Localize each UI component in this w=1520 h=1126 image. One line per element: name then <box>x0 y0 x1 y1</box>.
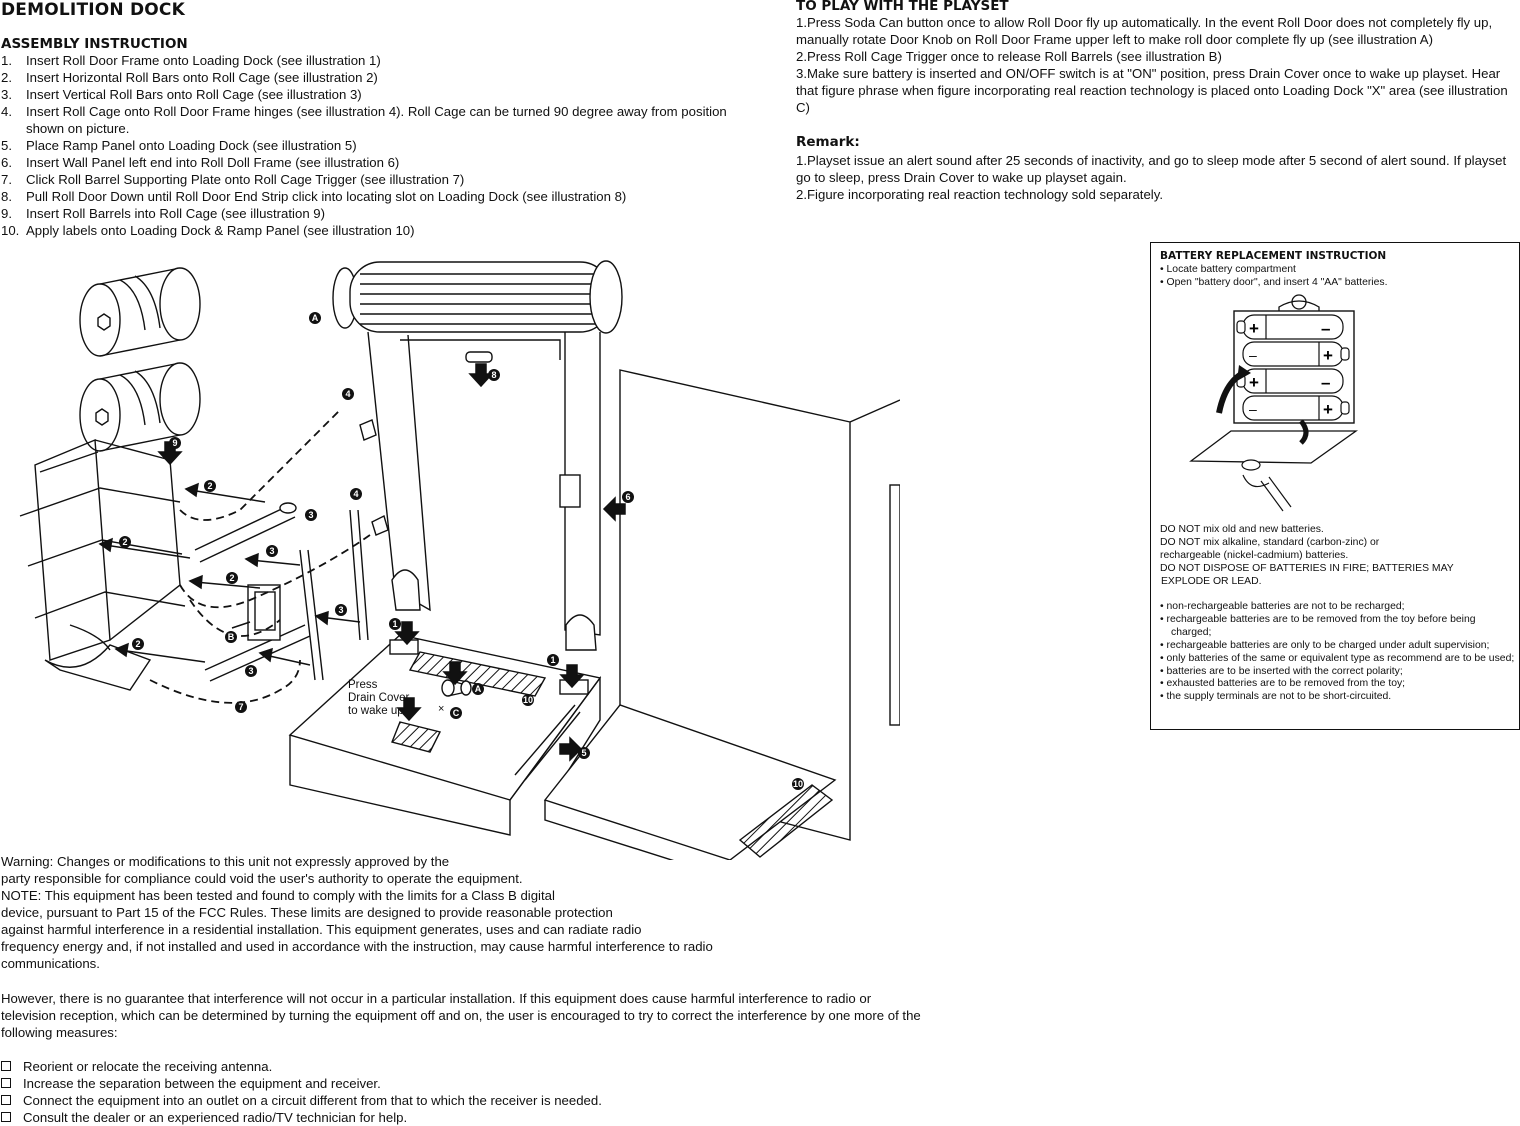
assembly-step: 1.Insert Roll Door Frame onto Loading Do… <box>1 53 381 68</box>
battery-step: • Locate battery compartment <box>1160 264 1296 275</box>
assembly-steps: 1.Insert Roll Door Frame onto Loading Do… <box>1 52 731 239</box>
callout-2: 2 <box>122 537 127 547</box>
callout-8: 8 <box>491 370 496 380</box>
wall-panel <box>619 369 900 841</box>
minus-sign: – <box>1249 401 1257 417</box>
battery-safety-item: • exhausted batteries are to be removed … <box>1160 678 1406 690</box>
callout-3: 3 <box>338 605 343 615</box>
callout-1: 1 <box>550 655 555 665</box>
callout-6: 6 <box>625 492 630 502</box>
assembly-heading: ASSEMBLY INSTRUCTION <box>1 36 188 52</box>
battery-safety-item: • only batteries of the same or equivale… <box>1160 652 1515 664</box>
callout-4: 4 <box>353 489 358 499</box>
battery-step: • Open "battery door", and insert 4 "AA"… <box>1160 276 1388 288</box>
plus-sign: + <box>1323 400 1333 419</box>
callout-B: B <box>228 632 235 642</box>
battery-safety-item: • batteries are to be inserted with the … <box>1160 665 1403 677</box>
assembly-step: 8.Pull Roll Door Down until Roll Door En… <box>1 189 627 204</box>
callout-2: 2 <box>207 481 212 491</box>
assembly-step: 3.Insert Vertical Roll Bars onto Roll Ca… <box>1 87 362 102</box>
ramp-panel <box>543 704 837 860</box>
remark-list: 1.Playset issue an alert sound after 25 … <box>796 152 1518 203</box>
assembly-step: 5.Place Ramp Panel onto Loading Dock (se… <box>1 138 357 153</box>
minus-sign: – <box>1321 373 1330 392</box>
press-drain-label: Drain Cover <box>348 692 410 704</box>
document-title: DEMOLITION DOCK <box>1 0 185 20</box>
assembly-illustration: A 4 4 8 6 9 2 2 2 2 3 3 3 3 B 7 1 1 A C … <box>19 260 900 860</box>
assembly-step: 7.Click Roll Barrel Supporting Plate ont… <box>1 172 465 187</box>
minus-sign: – <box>1249 347 1257 363</box>
battery-safety-item: • non-rechargeable batteries are not to … <box>1160 601 1405 612</box>
assembly-step: 9.Insert Roll Barrels into Roll Cage (se… <box>1 206 326 221</box>
callout-10: 10 <box>523 695 533 705</box>
assembly-step: 2.Insert Horizontal Roll Bars onto Roll … <box>1 70 378 85</box>
battery-compartment-illustration: + – – + + – – + <box>1189 294 1359 512</box>
checkbox-icon <box>1 1095 11 1105</box>
play-heading: TO PLAY WITH THE PLAYSET <box>796 0 1009 14</box>
assembly-step: 10.Apply labels onto Loading Dock & Ramp… <box>1 223 415 238</box>
callout-C: C <box>453 708 460 718</box>
callout-7: 7 <box>238 702 243 712</box>
callout-2: 2 <box>135 639 140 649</box>
play-instructions: 1.Press Soda Can button once to allow Ro… <box>796 14 1518 116</box>
callout-10: 10 <box>793 779 803 789</box>
fcc-warning: Warning: Changes or modifications to thi… <box>1 854 713 971</box>
measure-item: Connect the equipment into an outlet on … <box>1 1092 901 1109</box>
callout-A: A <box>475 684 482 694</box>
measure-item: Consult the dealer or an experienced rad… <box>1 1109 901 1126</box>
callout-3: 3 <box>308 510 313 520</box>
roll-barrel-bottom <box>79 362 201 452</box>
battery-instruction-box: BATTERY REPLACEMENT INSTRUCTION • Locate… <box>1150 242 1520 730</box>
checkbox-icon <box>1 1061 11 1071</box>
play-item: 1.Press Soda Can button once to allow Ro… <box>796 15 1493 47</box>
battery-warnings: DO NOT mix old and new batteries. DO NOT… <box>1160 524 1454 587</box>
plus-sign: + <box>1249 373 1259 392</box>
x-mark: × <box>438 703 444 715</box>
assembly-step: 4.Insert Roll Cage onto Roll Door Frame … <box>1 104 727 136</box>
press-drain-label: Press <box>348 679 378 691</box>
callout-1: 1 <box>392 619 397 629</box>
remark-item: 2.Figure incorporating real reaction tec… <box>796 187 1164 202</box>
battery-safety-item: • the supply terminals are not to be sho… <box>1160 691 1392 703</box>
roll-barrel-top <box>79 267 201 357</box>
callout-9: 9 <box>172 438 177 448</box>
roll-cage <box>19 438 186 691</box>
remark-item: 1.Playset issue an alert sound after 25 … <box>796 153 1507 185</box>
play-item: 2.Press Roll Cage Trigger once to releas… <box>796 49 1222 64</box>
plus-sign: + <box>1323 346 1333 365</box>
fcc-measures-list: Reorient or relocate the receiving anten… <box>1 1058 901 1126</box>
minus-sign: – <box>1321 319 1330 338</box>
loading-dock <box>288 634 602 836</box>
measure-item: Reorient or relocate the receiving anten… <box>1 1058 901 1075</box>
battery-safety-item: • rechargeable batteries are to be remov… <box>1160 613 1476 638</box>
callout-3: 3 <box>248 666 253 676</box>
checkbox-icon <box>1 1078 11 1088</box>
callout-2: 2 <box>229 573 234 583</box>
plus-sign: + <box>1249 319 1259 338</box>
remark-heading: Remark: <box>796 134 860 150</box>
callout-3: 3 <box>269 546 274 556</box>
battery-heading: BATTERY REPLACEMENT INSTRUCTION <box>1160 250 1387 262</box>
play-item: 3.Make sure battery is inserted and ON/O… <box>796 66 1508 115</box>
checkbox-icon <box>1 1112 11 1122</box>
callout-A: A <box>312 313 319 323</box>
battery-safety-item: • rechargeable batteries are only to be … <box>1160 639 1490 651</box>
press-drain-label: to wake up <box>348 705 404 717</box>
battery-safety-list: • non-rechargeable batteries are not to … <box>1160 601 1518 704</box>
callout-4: 4 <box>345 389 350 399</box>
fcc-interference-text: However, there is no guarantee that inte… <box>1 991 921 1040</box>
callout-5: 5 <box>581 748 586 758</box>
roll-door-frame <box>332 260 623 651</box>
measure-item: Increase the separation between the equi… <box>1 1075 901 1092</box>
assembly-step: 6.Insert Wall Panel left end into Roll D… <box>1 155 400 170</box>
